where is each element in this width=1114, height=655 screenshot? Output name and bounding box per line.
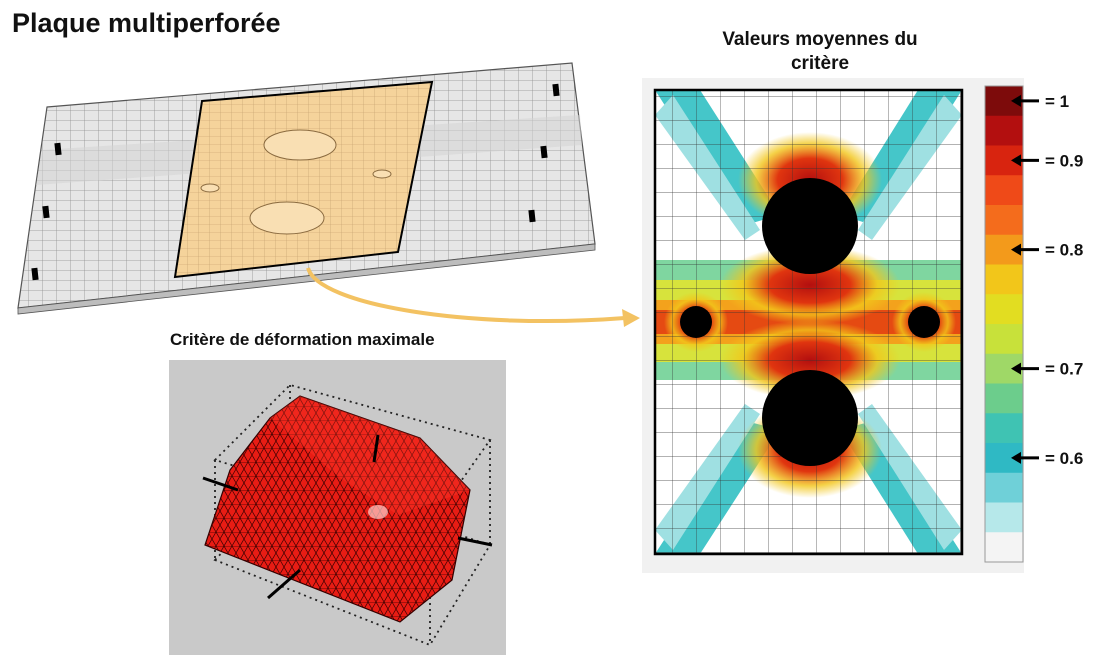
connection-arrow [306,267,640,327]
plate-large-hole-bottom [249,201,325,235]
map-hole-top [762,178,858,274]
colorbar-arrow-head [1011,451,1021,464]
map-hole-right [908,306,940,338]
colorbar-band [985,175,1023,206]
colorbar-band [985,115,1023,146]
colorbar-label: = 0.9 [1045,151,1083,170]
colorbar-label: = 0.6 [1045,449,1083,468]
map-hole-left [680,306,712,338]
colorbar-label: = 1 [1045,92,1069,111]
perforated-plate-3d [17,62,596,315]
plate-small-hole-left [200,183,220,193]
deformed-solid-top-face [270,396,470,515]
colorbar-band [985,413,1023,444]
criterion-map-title-line1: Valeurs moyennes du [722,29,918,50]
map-hole-bottom [762,370,858,466]
colorbar-band [985,294,1023,325]
deformation-simulation [169,360,506,655]
colorbar-band [985,264,1023,295]
specular-highlight [368,505,388,519]
colorbar-frame [984,85,1024,563]
colorbar-label: = 0.8 [1045,241,1083,260]
colorbar-band [985,532,1023,563]
colorbar: = 1 = 0.9 = 0.8 = 0.7 = 0.6 [984,85,1083,563]
colorbar-band [985,472,1023,503]
simulation-title: Critère de déformation maximale [170,330,435,349]
plate-grey-underside [17,243,596,315]
plate-highlighted-region [173,80,434,279]
colorbar-band [985,205,1023,236]
plate-small-hole-right [372,169,392,179]
criterion-map: = 1 = 0.9 = 0.8 = 0.7 = 0.6 [642,78,1083,573]
deformed-solid [204,395,471,623]
colorbar-arrow-head [1011,94,1021,107]
criterion-map-title: Valeurs moyennes du critère [640,28,1000,76]
colorbar-band [985,324,1023,355]
colorbar-arrow-head [1011,362,1021,375]
colorbar-band [985,383,1023,414]
plate-large-hole-top [263,129,337,161]
colorbar-arrow-head [1011,243,1021,256]
colorbar-arrow-head [1011,154,1021,167]
colorbar-band [985,502,1023,533]
simulation-axes [202,434,493,600]
plate-fixation-marks [31,83,560,281]
page-title: Plaque multiperforée [12,8,281,38]
colorbar-label: = 0.7 [1045,360,1083,379]
criterion-map-title-line2: critère [790,53,850,74]
